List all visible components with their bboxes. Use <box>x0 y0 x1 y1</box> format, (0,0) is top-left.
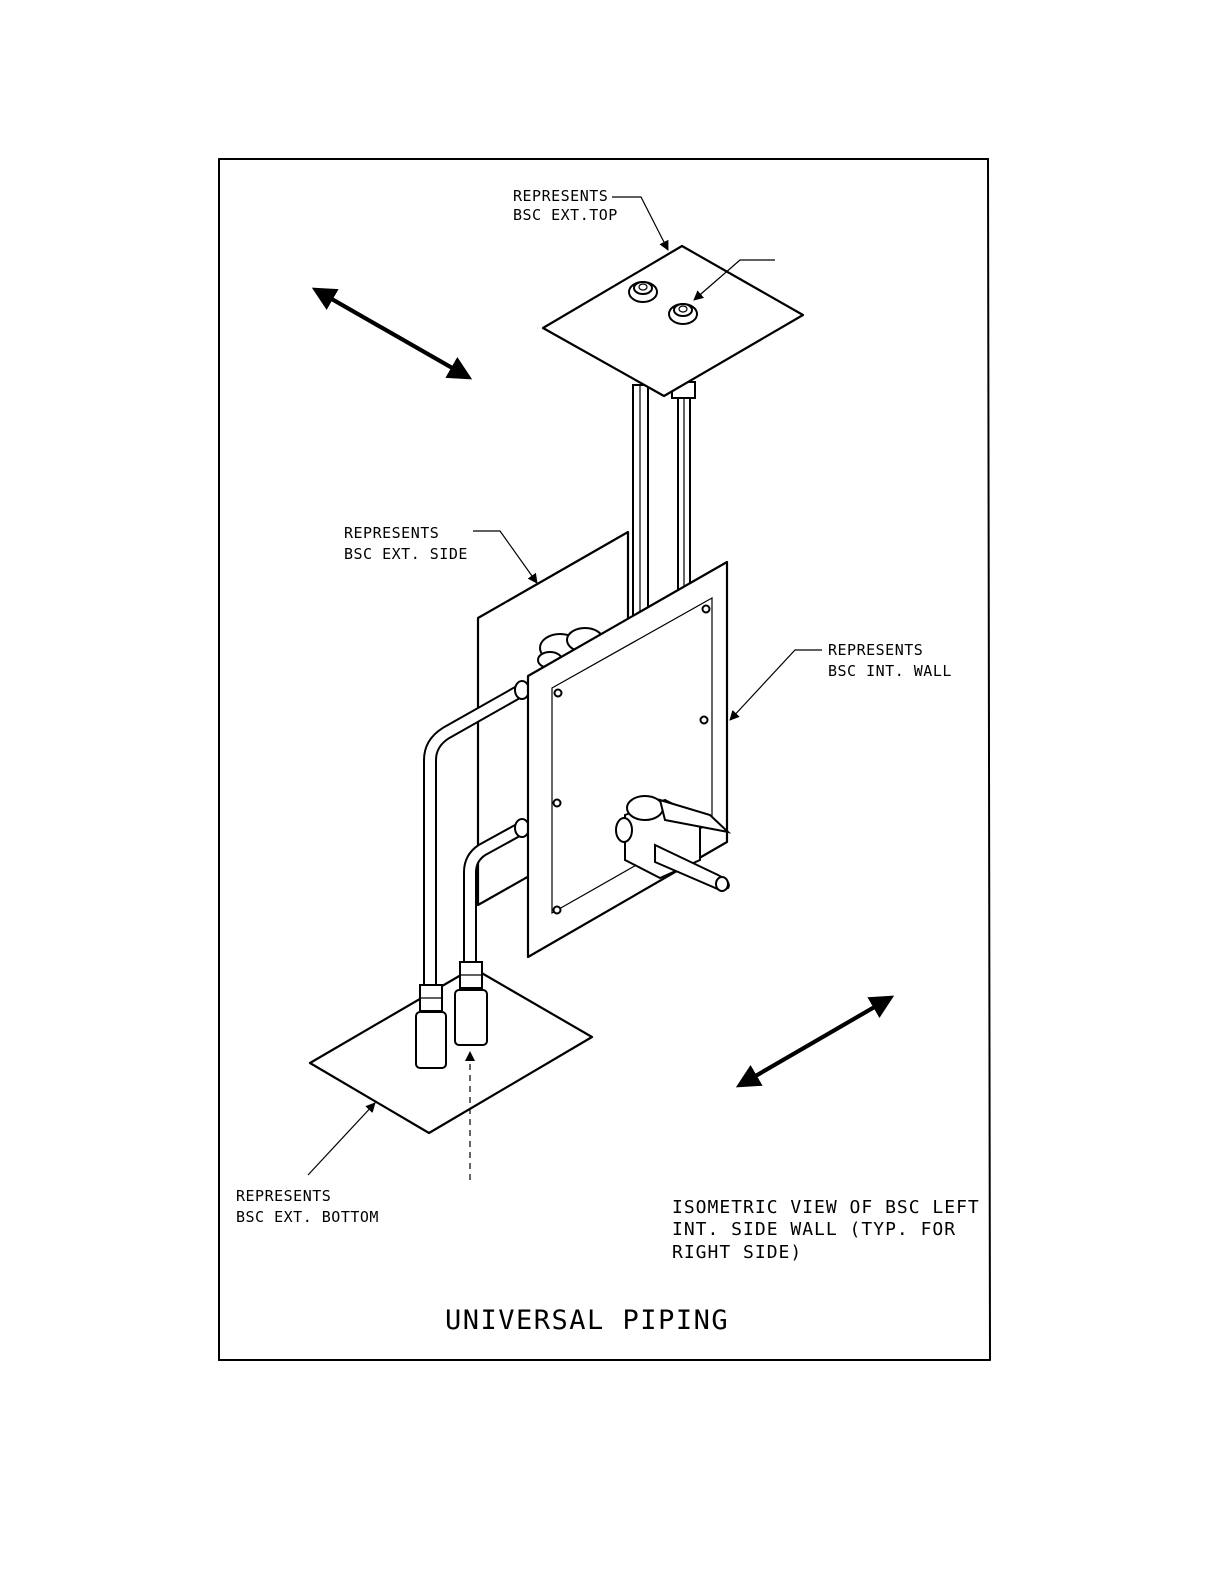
label-ext-side-line1: REPRESENTS <box>344 524 439 542</box>
label-ext-top-line1: REPRESENTS <box>513 187 608 205</box>
note-line1: ISOMETRIC VIEW OF BSC LEFT <box>672 1197 980 1218</box>
label-int-wall-line2: BSC INT. WALL <box>828 662 952 680</box>
note-line3: RIGHT SIDE) <box>672 1242 802 1263</box>
note-line2: INT. SIDE WALL (TYP. FOR <box>672 1219 956 1240</box>
upper-direction-arrow <box>316 290 468 377</box>
drawing-title: UNIVERSAL PIPING <box>445 1305 729 1336</box>
bsc-ext-bottom-plate <box>310 968 592 1133</box>
label-ext-bottom-line2: BSC EXT. BOTTOM <box>236 1208 379 1226</box>
bottom-fitting-left <box>416 985 446 1068</box>
bsc-ext-top-plate <box>543 246 803 396</box>
label-int-wall-line1: REPRESENTS <box>828 641 923 659</box>
label-ext-top-line2: BSC EXT.TOP <box>513 206 618 224</box>
top-fitting-left <box>629 282 657 302</box>
label-ext-bottom-line1: REPRESENTS <box>236 1187 331 1205</box>
top-fitting-right <box>669 304 697 324</box>
label-ext-side-line2: BSC EXT. SIDE <box>344 545 468 563</box>
bottom-fitting-right <box>455 962 487 1045</box>
lower-direction-arrow <box>740 998 890 1085</box>
